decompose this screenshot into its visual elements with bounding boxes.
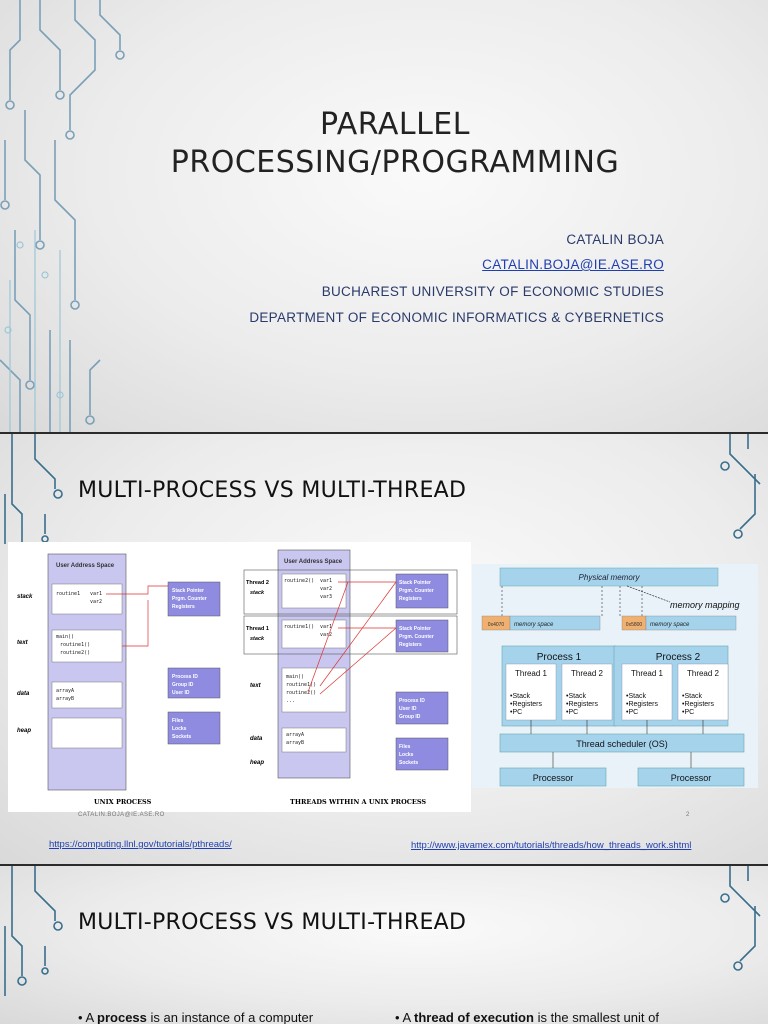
comparison-slide: MULTI-PROCESS VS MULTI-THREAD User Addre… [0, 434, 768, 864]
text-code-main-2: main() [286, 674, 304, 680]
process1-label: Process 1 [537, 652, 582, 663]
process2-label: Process 2 [656, 652, 701, 663]
thread1-label: Thread 1 [246, 626, 269, 632]
javamex-link[interactable]: http://www.javamex.com/tutorials/threads… [411, 840, 692, 851]
p1-thread1-label: Thread 1 [515, 669, 548, 678]
unix-process-diagram: User Address Space stack text data heap … [8, 542, 471, 812]
text-code-routine1: routine1() [60, 642, 90, 648]
p1-thread2-label: Thread 2 [571, 669, 604, 678]
data-code-arraya: arrayA [56, 688, 74, 694]
memory-address-1: 0x4070 [488, 622, 505, 628]
slide-title: MULTI-PROCESS VS MULTI-THREAD [78, 478, 467, 503]
stack-code-var2: var2 [90, 599, 102, 605]
user-address-space-label-2: User Address Space [284, 559, 343, 565]
slide-title: PARALLEL PROCESSING/PROGRAMMING [130, 106, 660, 182]
segment-text-label: text [17, 640, 29, 646]
p2-thread2-label: Thread 2 [687, 669, 720, 678]
physical-memory-label: Physical memory [579, 573, 641, 582]
segment-text-label-2: text [250, 683, 262, 689]
bullet-left-term: process [97, 1010, 147, 1024]
t2-code-var3: var3 [320, 594, 332, 600]
text-code-routine2: routine2() [60, 650, 90, 656]
p2-thread1-label: Thread 1 [631, 669, 664, 678]
memory-space-1: memory space [514, 622, 554, 628]
definitions-slide: MULTI-PROCESS VS MULTI-THREAD • A proces… [0, 866, 768, 1024]
slide-title: MULTI-PROCESS VS MULTI-THREAD [78, 910, 467, 935]
t1-code-routine: routine1() [284, 624, 314, 630]
circuit-decoration [4, 434, 761, 554]
segment-stack-label: stack [17, 594, 33, 600]
footer-email: CATALIN.BOJA@IE.ASE.RO [78, 812, 165, 818]
text-code-main: main() [56, 634, 74, 640]
thread-definition-bullet: • A thread of execution is the smallest … [395, 1010, 659, 1024]
p2-t2-contents: •Stack•Registers•PC [682, 693, 715, 716]
thread2-stack-label: stack [250, 590, 265, 596]
p1-t1-contents: •Stack•Registers•PC [510, 693, 543, 716]
thread-memory-diagram: Physical memory memory mapping 0x4070 me… [472, 564, 758, 788]
p1-t2-contents: •Stack•Registers•PC [566, 693, 599, 716]
bullet-right-prefix: A [402, 1010, 415, 1024]
stack-code-routine: routine1 [56, 591, 80, 597]
title-line-1: PARALLEL [320, 107, 470, 142]
p2-t1-contents: •Stack•Registers•PC [626, 693, 659, 716]
t1-code-var2: var2 [320, 632, 332, 638]
unix-process-caption: UNIX PROCESS [94, 798, 152, 806]
email-line: CATALIN.BOJA@IE.ASE.RO [482, 257, 664, 272]
author-name: CATALIN BOJA [566, 232, 664, 247]
text-code-routine1-2: routine1() [286, 682, 316, 688]
bullet-right-text: is the smallest unit of [533, 1010, 659, 1024]
bullet-left-prefix: A [85, 1010, 98, 1024]
processor-2-label: Processor [671, 773, 712, 783]
circuit-decoration-3 [4, 866, 761, 996]
processor-1-label: Processor [533, 773, 574, 783]
threads-caption: THREADS WITHIN A UNIX PROCESS [290, 798, 426, 806]
t2-code-routine: routine2() [284, 578, 314, 584]
university-name: BUCHAREST UNIVERSITY OF ECONOMIC STUDIES [321, 284, 664, 299]
segment-heap-label-2: heap [250, 760, 264, 766]
data-code-arrayb: arrayB [56, 696, 74, 702]
title-line-2: PROCESSING/PROGRAMMING [170, 145, 620, 180]
bullet-right-term: thread of execution [414, 1010, 534, 1024]
process-definition-bullet: • A process is an instance of a computer [78, 1010, 314, 1024]
segment-data-label: data [17, 691, 30, 697]
t2-code-var1: var1 [320, 578, 332, 584]
thread2-label: Thread 2 [246, 580, 269, 586]
department-name: DEPARTMENT OF ECONOMIC INFORMATICS & CYB… [249, 310, 664, 325]
memory-mapping-label: memory mapping [670, 600, 740, 610]
title-slide: PARALLEL PROCESSING/PROGRAMMING CATALIN … [0, 0, 768, 432]
thread-scheduler-label: Thread scheduler (OS) [576, 739, 668, 749]
t2-code-var2: var2 [320, 586, 332, 592]
text-code-routine2-2: routine2() [286, 690, 316, 696]
segment-data-label-2: data [250, 736, 263, 742]
stack-code-var1: var1 [90, 591, 102, 597]
circuit-decoration-left [0, 0, 125, 432]
memory-space-2: memory space [650, 622, 690, 628]
memory-address-2: 0x5800 [626, 622, 643, 628]
text-code-ellipsis: ... [286, 698, 295, 704]
llnl-link[interactable]: https://computing.llnl.gov/tutorials/pth… [49, 839, 232, 850]
user-address-space-label: User Address Space [56, 563, 115, 569]
t1-code-var1: var1 [320, 624, 332, 630]
bullet-left-text: is an instance of a computer [146, 1010, 314, 1024]
author-email-link[interactable]: CATALIN.BOJA@IE.ASE.RO [482, 257, 664, 272]
thread1-stack-label: stack [250, 636, 265, 642]
segment-heap-label: heap [17, 728, 31, 734]
page-number: 2 [686, 812, 690, 818]
data-code-arraya-2: arrayA [286, 732, 304, 738]
data-code-arrayb-2: arrayB [286, 740, 304, 746]
